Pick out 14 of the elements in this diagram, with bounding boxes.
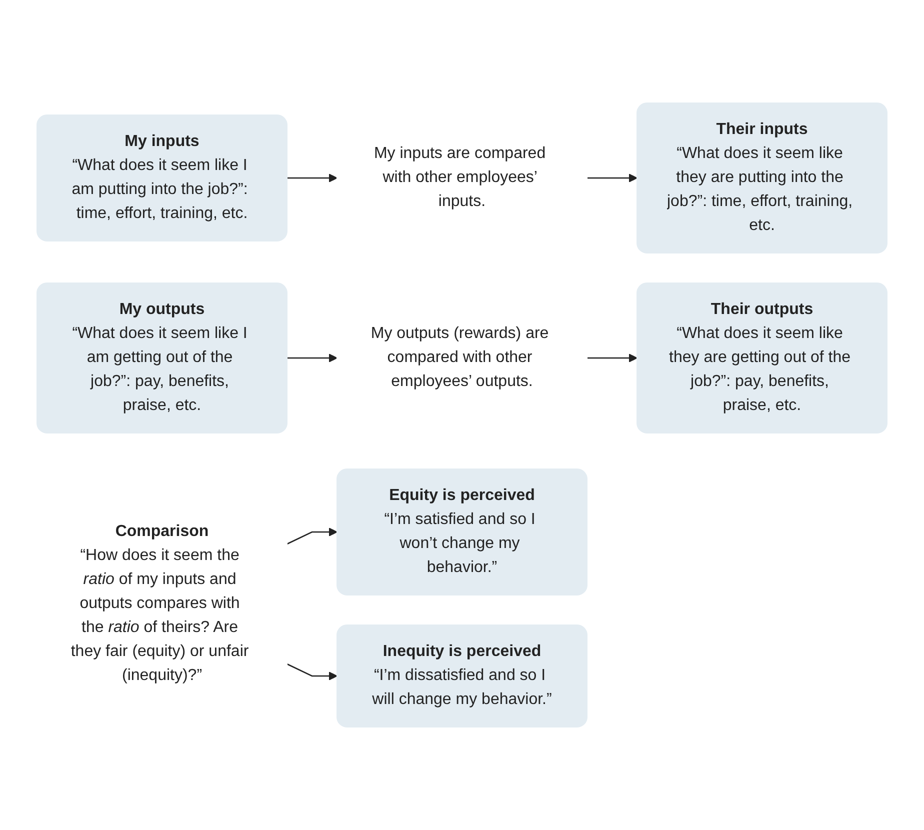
arrow (587, 354, 638, 362)
node-box: Equity is perceived “I’m satisfied and so I won’t change my behavior.” (336, 468, 588, 596)
arrow (287, 354, 338, 362)
node-box: Their outputs “What does it seem like they are getting out of the job?”: pay, benefits, praise, etc. (636, 282, 888, 434)
node-text: My inputs are compared with other employees’ inputs. (374, 145, 546, 210)
arrow (587, 174, 638, 182)
arrow (287, 174, 338, 182)
node-box: My inputs “What does it seem like I am putting into the job?”: time, effort, training, etc. (36, 114, 288, 242)
node-text: Comparison “How does it seem the ratio of my inputs and outputs compares with the ratio of theirs? Are they fair (equity) or unfair (inequity)?” (70, 523, 249, 684)
arrow (286, 528, 338, 545)
node-text: My outputs (rewards) are compared with other employees’ outputs. (370, 325, 549, 390)
arrow (286, 663, 338, 680)
node-box: Inequity is perceived “I’m dissatisfied and so I will change my behavior.” (336, 624, 588, 728)
node-box: My outputs “What does it seem like I am getting out of the job?”: pay, benefits, praise, etc. (36, 282, 288, 434)
